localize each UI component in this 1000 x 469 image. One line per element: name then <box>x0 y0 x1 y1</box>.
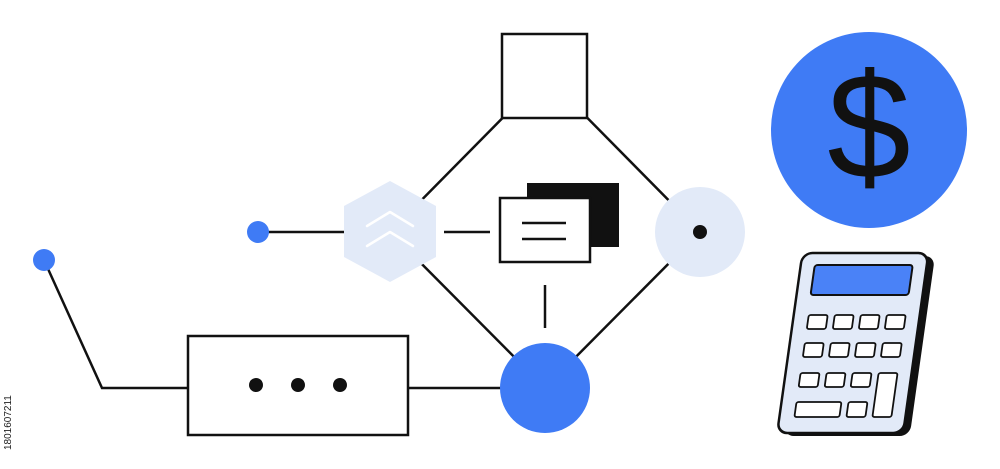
left-endpoint-dot <box>33 249 55 271</box>
ellipsis-icon <box>249 378 347 392</box>
stock-image-id: 1801607211 <box>3 330 15 450</box>
chevron-up-double-icon <box>365 210 415 248</box>
top-square-node <box>500 32 589 120</box>
dollar-sign-icon: $ <box>827 42 910 210</box>
hexagon-endpoint-dot <box>247 221 269 243</box>
front-card <box>498 196 592 264</box>
ellipsis-box-node <box>186 334 410 437</box>
hexagon-node <box>344 181 436 282</box>
calculator-keypad <box>793 314 907 418</box>
target-center-dot <box>693 225 707 239</box>
stock-image-id-text: 1801607211 <box>3 395 14 450</box>
bottom-blue-circle-node <box>500 343 590 433</box>
left-connector-line <box>42 259 188 390</box>
calculator-screen <box>809 264 914 296</box>
dollar-coin: $ <box>771 32 967 228</box>
target-circle-node <box>655 187 745 277</box>
document-cards-node <box>498 183 619 264</box>
calculator-icon <box>777 251 934 436</box>
